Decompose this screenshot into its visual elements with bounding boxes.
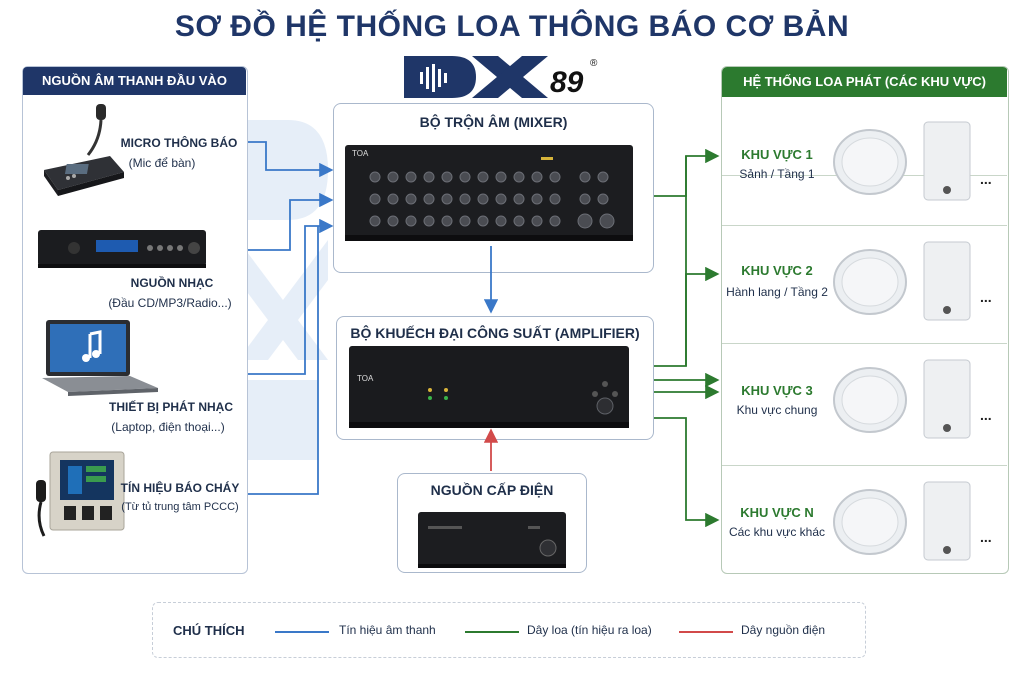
zone-more: ... — [980, 529, 992, 545]
zone-more: ... — [980, 171, 992, 187]
amplifier-icon — [349, 346, 629, 428]
legend-title: CHÚ THÍCH — [173, 623, 245, 638]
laptop-icon — [42, 320, 158, 396]
speaker-pair-icon — [833, 359, 971, 439]
zone-title: KHU VỰC 3 — [741, 383, 813, 398]
legend-swatch-power — [679, 631, 733, 633]
brand-logo: 89 ® — [402, 54, 602, 102]
source-sub: (Mic để bàn) — [128, 156, 196, 170]
zone-more: ... — [980, 289, 992, 305]
logo-registered-mark: ® — [590, 58, 598, 69]
input-sources-heading: NGUỒN ÂM THANH ĐẦU VÀO — [23, 67, 246, 95]
power-title: NGUỒN CẤP ĐIỆN — [430, 482, 554, 498]
source-label: NGUỒN NHẠC — [130, 276, 214, 290]
desk-microphone-icon — [44, 104, 124, 196]
speaker-pair-icon — [833, 481, 971, 561]
speaker-pair-icon — [833, 241, 971, 321]
source-label: MICRO THÔNG BÁO — [120, 136, 238, 150]
speaker-zones-heading: HỆ THỐNG LOA PHÁT (CÁC KHU VỰC) — [722, 67, 1007, 97]
source-label: TÍN HIỆU BÁO CHÁY — [120, 481, 240, 495]
legend: CHÚ THÍCH Tín hiệu âm thanh Dây loa (tín… — [152, 602, 866, 658]
power-supply-icon — [418, 512, 566, 568]
source-sub: (Laptop, điện thoại...) — [111, 420, 225, 434]
mixer-icon — [345, 145, 633, 241]
zone-divider — [722, 465, 1007, 466]
zone-sub: Các khu vực khác — [728, 525, 826, 539]
legend-label: Tín hiệu âm thanh — [339, 623, 436, 637]
zone-sub: Hành lang / Tầng 2 — [726, 285, 828, 299]
cd-player-icon — [38, 230, 206, 268]
zone-title: KHU VỰC N — [740, 505, 814, 520]
amplifier-title: BỘ KHUẾCH ĐẠI CÔNG SUẤT (AMPLIFIER) — [350, 325, 640, 341]
zone-more: ... — [980, 407, 992, 423]
fire-alarm-panel-icon — [36, 451, 125, 537]
zone-divider — [722, 225, 1007, 226]
legend-swatch-speaker — [465, 631, 519, 633]
zone-title: KHU VỰC 1 — [741, 147, 813, 162]
legend-swatch-audio — [275, 631, 329, 633]
logo-mark-icon — [404, 56, 548, 98]
source-sub: (Đầu CD/MP3/Radio...) — [108, 296, 232, 310]
speaker-pair-icon — [833, 121, 971, 201]
source-sub: (Từ tủ trung tâm PCCC) — [121, 501, 239, 513]
legend-label: Dây loa (tín hiệu ra loa) — [527, 623, 652, 637]
source-label: THIẾT BỊ PHÁT NHẠC — [109, 400, 233, 414]
page-title: SƠ ĐỒ HỆ THỐNG LOA THÔNG BÁO CƠ BẢN — [174, 10, 850, 43]
zone-divider — [722, 343, 1007, 344]
logo-number: 89 — [550, 66, 584, 99]
legend-label: Dây nguồn điện — [741, 623, 826, 637]
amplifier-brand: TOA — [357, 374, 374, 383]
zone-sub: Sảnh / Tầng 1 — [739, 167, 815, 181]
zone-sub: Khu vực chung — [736, 403, 818, 417]
zone-title: KHU VỰC 2 — [741, 263, 813, 278]
mixer-title: BỘ TRỘN ÂM (MIXER) — [419, 114, 568, 130]
mixer-brand: TOA — [352, 149, 369, 158]
